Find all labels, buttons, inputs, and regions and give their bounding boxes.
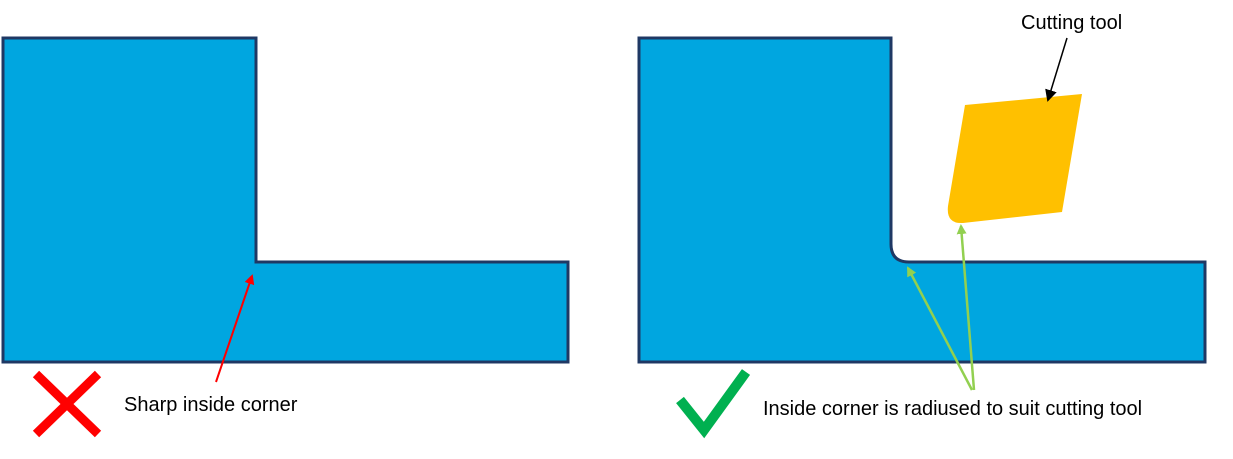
sharp-corner-arrow (215, 274, 255, 383)
cutting-tool-insert (947, 94, 1082, 224)
l-part-radiused-corner (637, 36, 1207, 364)
check-icon (676, 369, 751, 439)
cross-icon (32, 370, 102, 438)
cutting-tool-arrow (1045, 37, 1068, 102)
radiused-corner-label: Inside corner is radiused to suit cuttin… (763, 398, 1143, 420)
sharp-corner-label: Sharp inside corner (124, 394, 298, 416)
radiused-corner-arrow (906, 266, 974, 391)
l-part-sharp-corner (1, 36, 570, 364)
cutting-tool-label: Cutting tool (1021, 12, 1123, 34)
tool-nose-arrow (956, 224, 976, 391)
